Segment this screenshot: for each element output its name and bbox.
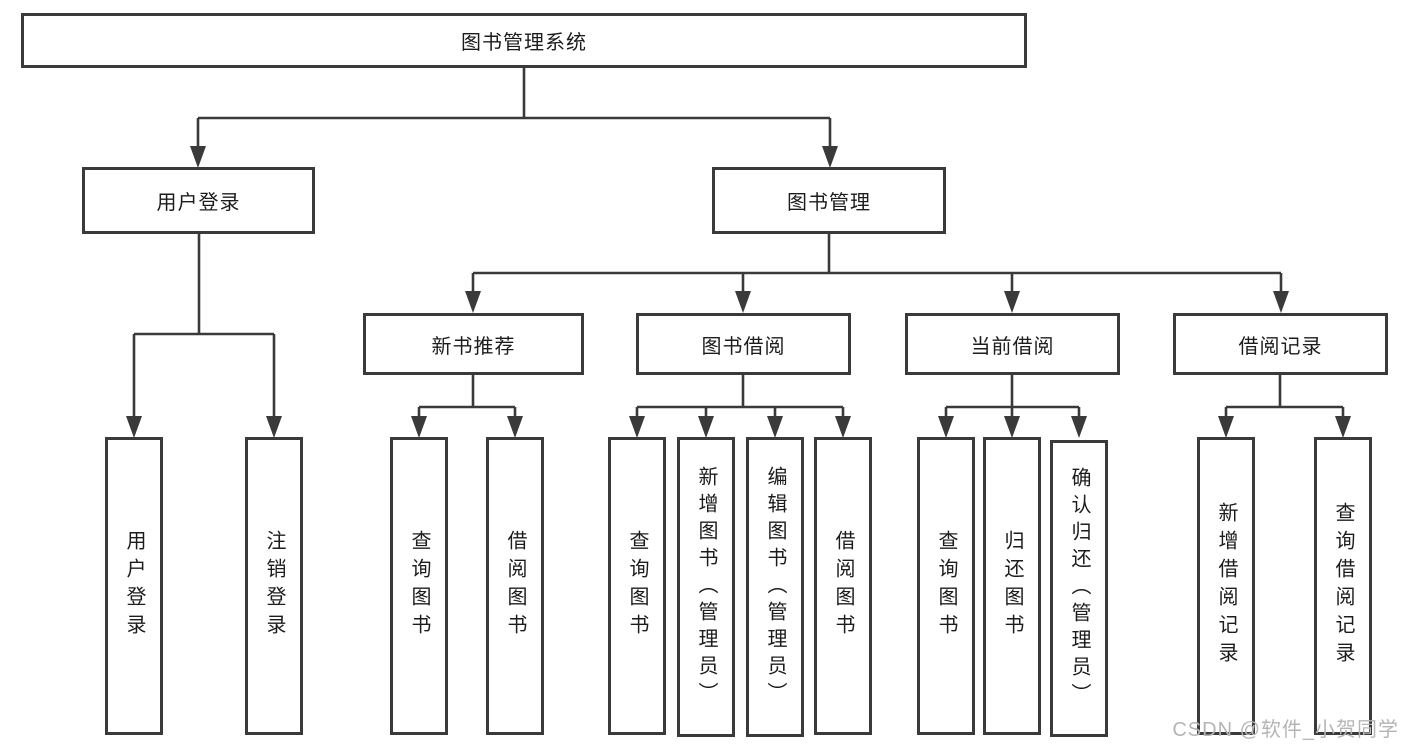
leaf-bb-borrow-books-label: 借阅图书: [832, 530, 854, 642]
node-book-management-group-label: 图书管理: [787, 192, 871, 214]
leaf-bb-query-books-label: 查询图书: [626, 530, 648, 642]
leaf-bb-add-books-admin-label: 新增图书（管理员）: [695, 465, 717, 709]
node-book-borrowing: 图书借阅: [636, 313, 851, 375]
leaf-bb-edit-books-admin: 编辑图书（管理员）: [746, 437, 804, 737]
leaf-user-login: 用户登录: [105, 437, 163, 735]
node-new-book-recommendation-label: 新书推荐: [431, 335, 516, 358]
node-borrowing-records-label: 借阅记录: [1238, 335, 1323, 358]
leaf-bb-query-books: 查询图书: [608, 437, 666, 735]
leaf-br-add-record: 新增借阅记录: [1197, 437, 1255, 735]
leaf-cb-query-books: 查询图书: [917, 437, 975, 735]
leaf-logout-label: 注销登录: [263, 530, 285, 642]
csdn-watermark: CSDN @软件_小贺同学: [1172, 719, 1399, 741]
node-new-book-recommendation: 新书推荐: [363, 313, 584, 375]
leaf-nbr-query-books-label: 查询图书: [408, 530, 430, 642]
leaf-cb-return-books-label: 归还图书: [1001, 530, 1023, 642]
leaf-nbr-borrow-books: 借阅图书: [486, 437, 544, 735]
leaf-nbr-query-books: 查询图书: [390, 437, 448, 735]
leaf-cb-confirm-return-admin-label: 确认归还（管理员）: [1068, 467, 1090, 710]
node-user-login-group: 用户登录: [82, 167, 315, 234]
leaf-nbr-borrow-books-label: 借阅图书: [504, 530, 526, 642]
arrowheads: [126, 146, 1351, 438]
node-book-management-group: 图书管理: [712, 167, 946, 234]
node-current-borrowing-label: 当前借阅: [970, 335, 1055, 358]
node-borrowing-records: 借阅记录: [1173, 313, 1388, 375]
leaf-bb-borrow-books: 借阅图书: [814, 437, 872, 735]
node-root-system-label: 图书管理系统: [461, 32, 587, 54]
leaf-cb-confirm-return-admin: 确认归还（管理员）: [1050, 440, 1108, 737]
leaf-cb-return-books: 归还图书: [983, 437, 1041, 735]
node-book-borrowing-label: 图书借阅: [701, 335, 786, 358]
node-current-borrowing: 当前借阅: [905, 313, 1120, 375]
leaf-br-add-record-label: 新增借阅记录: [1215, 502, 1237, 670]
leaf-cb-query-books-label: 查询图书: [935, 530, 957, 642]
node-root-system: 图书管理系统: [21, 13, 1027, 68]
leaf-bb-add-books-admin: 新增图书（管理员）: [677, 437, 735, 737]
leaf-br-query-record-label: 查询借阅记录: [1332, 502, 1354, 670]
node-user-login-group-label: 用户登录: [156, 192, 241, 214]
leaf-bb-edit-books-admin-label: 编辑图书（管理员）: [764, 465, 786, 709]
leaf-user-login-label: 用户登录: [123, 530, 145, 642]
leaf-logout: 注销登录: [245, 437, 303, 735]
leaf-br-query-record: 查询借阅记录: [1314, 437, 1372, 735]
